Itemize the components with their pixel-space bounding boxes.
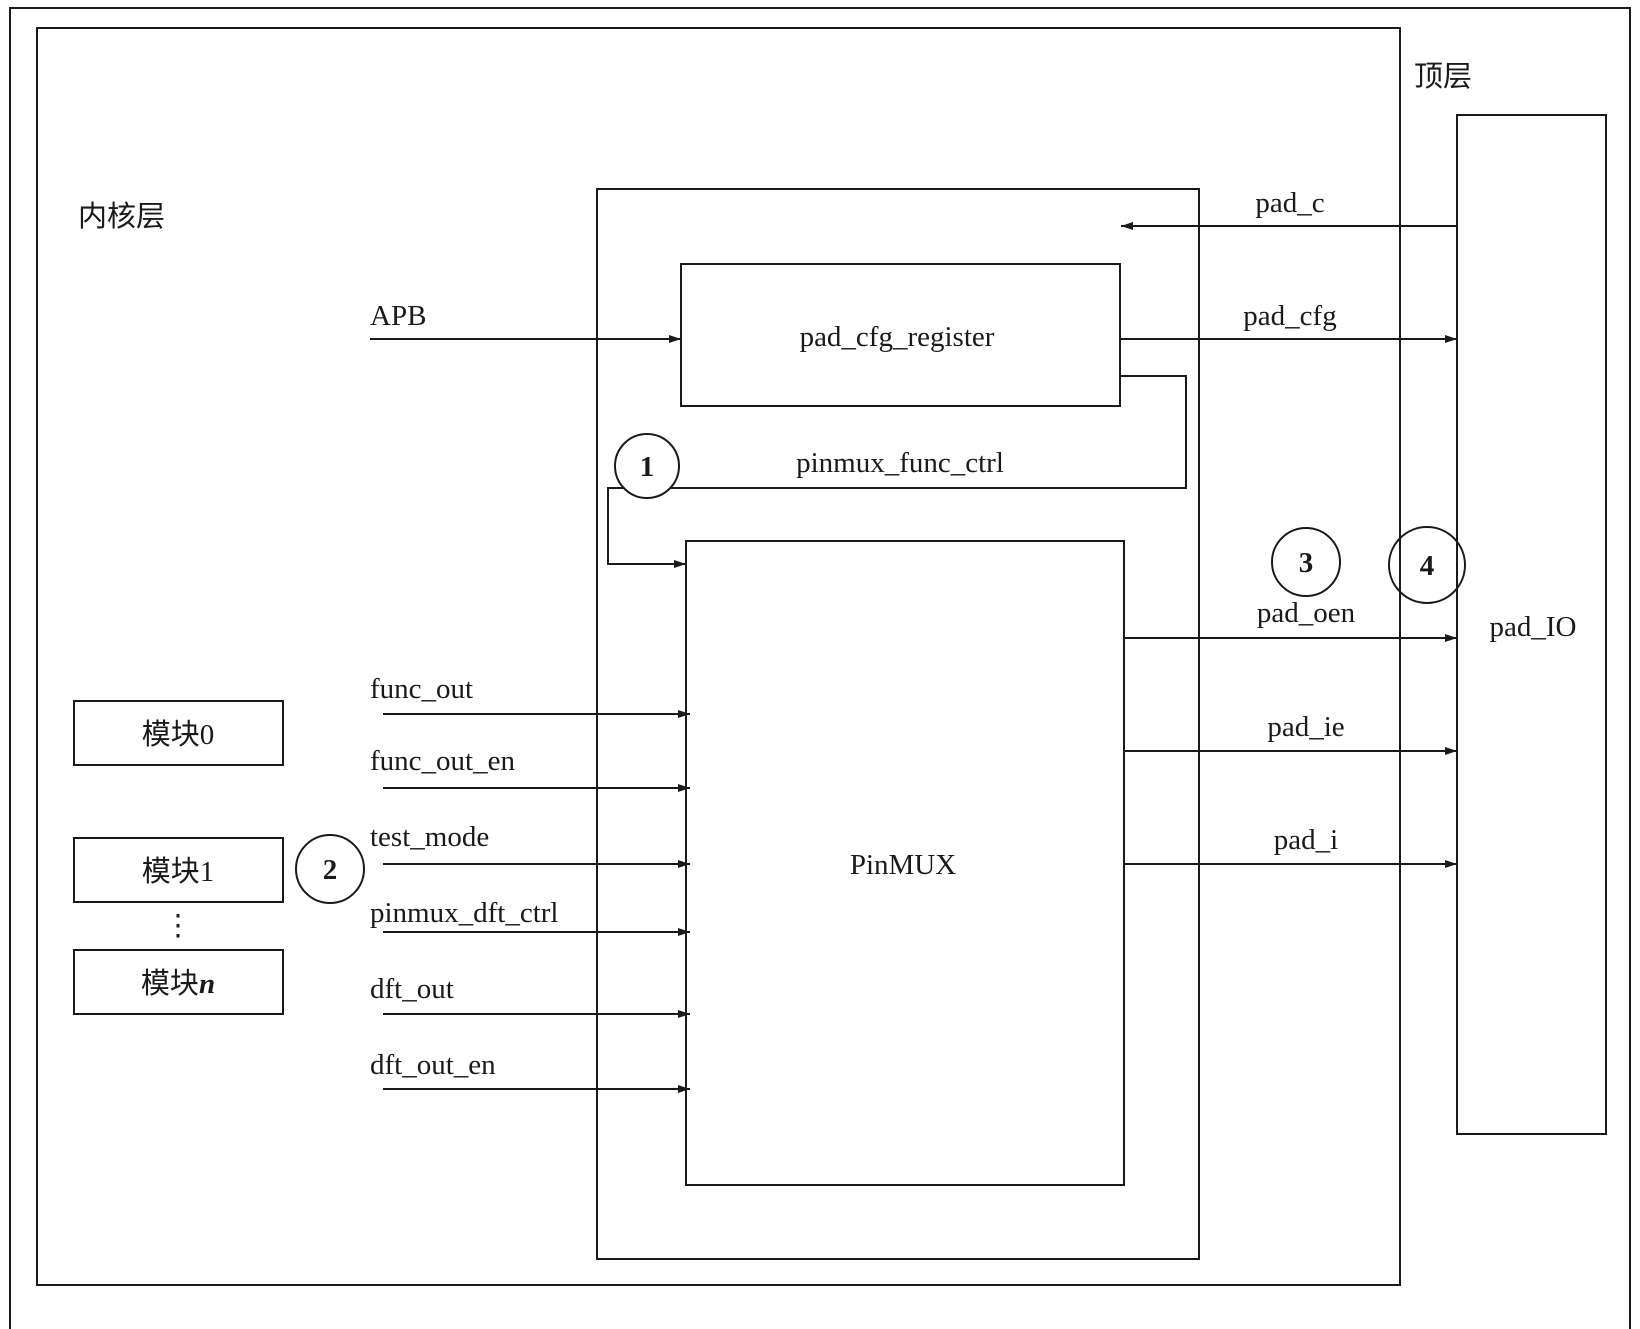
marker-4-label: 4 xyxy=(1420,550,1435,582)
marker-3-label: 3 xyxy=(1299,547,1314,579)
module-n-suffix: n xyxy=(199,968,215,1000)
pad-cfg-label: pad_cfg xyxy=(1243,300,1336,332)
marker-3-circle xyxy=(1271,527,1341,597)
pinmux-func-ctrl-label: pinmux_func_ctrl xyxy=(796,447,1004,479)
marker-1-label: 1 xyxy=(640,451,655,483)
module-0-label: 模块0 xyxy=(142,718,215,751)
module-0-block xyxy=(73,700,284,766)
apb-label: APB xyxy=(370,300,426,332)
marker-4-circle xyxy=(1388,526,1466,604)
func-out-label: func_out xyxy=(370,673,473,705)
pad-ie-label: pad_ie xyxy=(1267,711,1344,743)
module-1-block xyxy=(73,837,284,903)
pad-io-label: pad_IO xyxy=(1490,611,1577,643)
pad-i-label: pad_i xyxy=(1274,824,1338,856)
pad-oen-label: pad_oen xyxy=(1257,597,1356,629)
marker-2-circle xyxy=(295,834,365,904)
func-out-en-label: func_out_en xyxy=(370,745,515,777)
core-layer-frame xyxy=(36,27,1401,1286)
core-layer-label: 内核层 xyxy=(78,200,165,233)
module-ellipsis: ⋮ xyxy=(164,910,193,942)
pad-cfg-register-block xyxy=(680,263,1121,407)
pad-io-block xyxy=(1456,114,1607,1135)
dft-out-label: dft_out xyxy=(370,973,454,1005)
pinmux-dft-ctrl-label: pinmux_dft_ctrl xyxy=(370,897,558,929)
pinmux-container xyxy=(596,188,1200,1260)
marker-2-label: 2 xyxy=(323,854,338,886)
module-n-label: 模块n xyxy=(141,967,215,1000)
module-1-label: 模块1 xyxy=(142,855,215,888)
pad-cfg-register-label: pad_cfg_register xyxy=(800,321,995,353)
marker-1-circle xyxy=(614,433,680,499)
pinmux-label: PinMUX xyxy=(850,849,956,881)
module-n-block xyxy=(73,949,284,1015)
dft-out-en-label: dft_out_en xyxy=(370,1049,496,1081)
pinmux-func-ctrl-wire xyxy=(607,375,1187,568)
top-layer-label: 顶层 xyxy=(1414,61,1472,93)
test-mode-label: test_mode xyxy=(370,821,489,853)
module-n-prefix: 模块 xyxy=(141,967,199,1000)
pad-c-label: pad_c xyxy=(1255,187,1324,219)
top-layer-frame xyxy=(9,7,1631,1329)
